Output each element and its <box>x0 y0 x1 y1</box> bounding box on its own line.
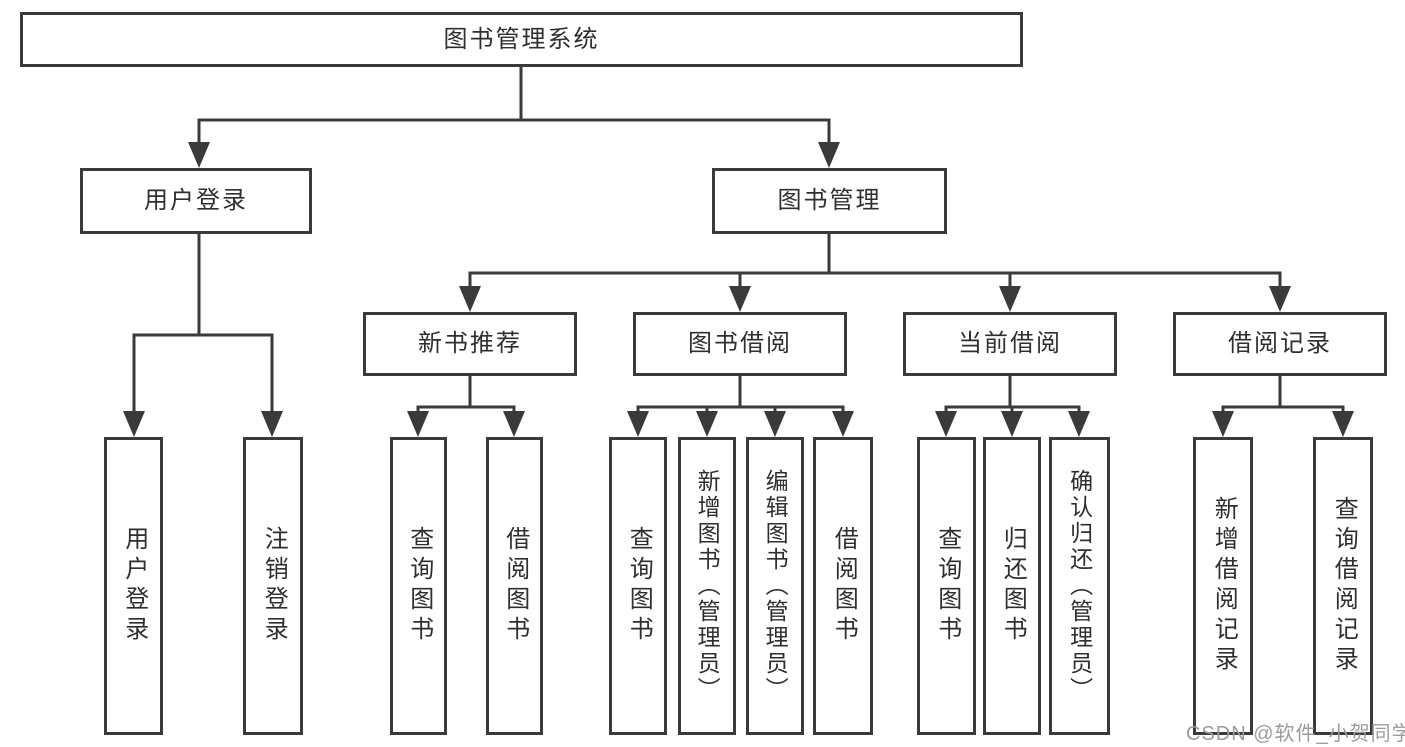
watermark-text: CSDN @软件_小贺同学 <box>1186 723 1405 745</box>
leaf-borrowing-edit-books: 编辑图书（管理员） <box>746 437 804 735</box>
leaf-user-login: 用户登录 <box>104 437 163 735</box>
leaf-records-query-record: 查询借阅记录 <box>1313 437 1373 735</box>
leaf-records-add-record: 新增借阅记录 <box>1193 437 1253 735</box>
leaf-newbooks-query-books: 查询图书 <box>390 437 447 735</box>
node-book-borrowing: 图书借阅 <box>633 312 847 376</box>
leaf-current-query-books: 查询图书 <box>917 437 976 735</box>
leaf-newbooks-borrow-books: 借阅图书 <box>486 437 543 735</box>
node-root: 图书管理系统 <box>20 12 1023 67</box>
leaf-borrowing-add-books: 新增图书（管理员） <box>678 437 736 735</box>
arrowhead-icons <box>123 142 1354 437</box>
leaf-current-return-books: 归还图书 <box>983 437 1041 735</box>
node-borrowing-records: 借阅记录 <box>1173 312 1387 376</box>
node-new-books: 新书推荐 <box>363 312 577 376</box>
leaf-current-confirm-return: 确认归还（管理员） <box>1049 437 1110 735</box>
leaf-borrowing-borrow-books: 借阅图书 <box>813 437 873 735</box>
leaf-logout: 注销登录 <box>243 437 303 735</box>
node-user-login: 用户登录 <box>80 168 312 234</box>
leaf-borrowing-query-books: 查询图书 <box>609 437 667 735</box>
node-book-management: 图书管理 <box>712 168 947 234</box>
connector-paths <box>132 65 1345 416</box>
node-current-borrowing: 当前借阅 <box>903 312 1117 376</box>
